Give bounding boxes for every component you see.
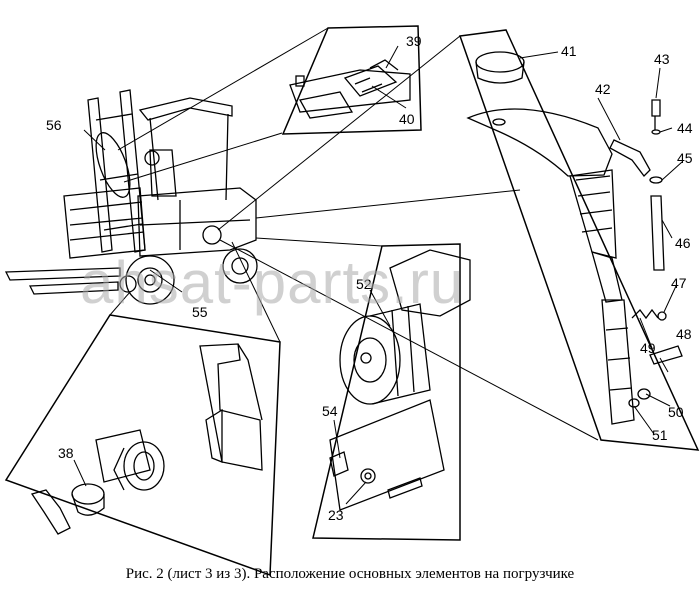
callout-45: 45 — [677, 150, 693, 166]
callout-52: 52 — [356, 276, 372, 292]
callout-38: 38 — [58, 445, 74, 461]
callout-labels: 56 55 39 40 41 42 43 44 45 46 47 48 49 5… — [46, 33, 693, 523]
callout-55: 55 — [192, 304, 208, 320]
inset-bracket-parts — [4, 314, 281, 577]
callout-42: 42 — [595, 81, 611, 97]
callout-56: 56 — [46, 117, 62, 133]
callout-46: 46 — [675, 235, 691, 251]
callout-39: 39 — [406, 33, 422, 49]
inset-counterweight — [458, 29, 700, 451]
inset-battery-clamp — [281, 25, 422, 135]
figure-caption: Рис. 2 (лист 3 из 3). Расположение основ… — [125, 566, 575, 582]
callout-43: 43 — [654, 51, 670, 67]
callout-51: 51 — [652, 427, 668, 443]
leader-lines — [73, 45, 683, 505]
callout-23: 23 — [328, 507, 344, 523]
callout-49: 49 — [640, 340, 656, 356]
callout-44: 44 — [677, 120, 693, 136]
callout-54: 54 — [322, 403, 338, 419]
inset-alternator — [312, 243, 471, 541]
callout-50: 50 — [668, 404, 684, 420]
callout-40: 40 — [399, 111, 415, 127]
forklift-drawing — [4, 89, 258, 305]
callout-48: 48 — [676, 326, 692, 342]
callout-47: 47 — [671, 275, 687, 291]
callout-41: 41 — [561, 43, 577, 59]
